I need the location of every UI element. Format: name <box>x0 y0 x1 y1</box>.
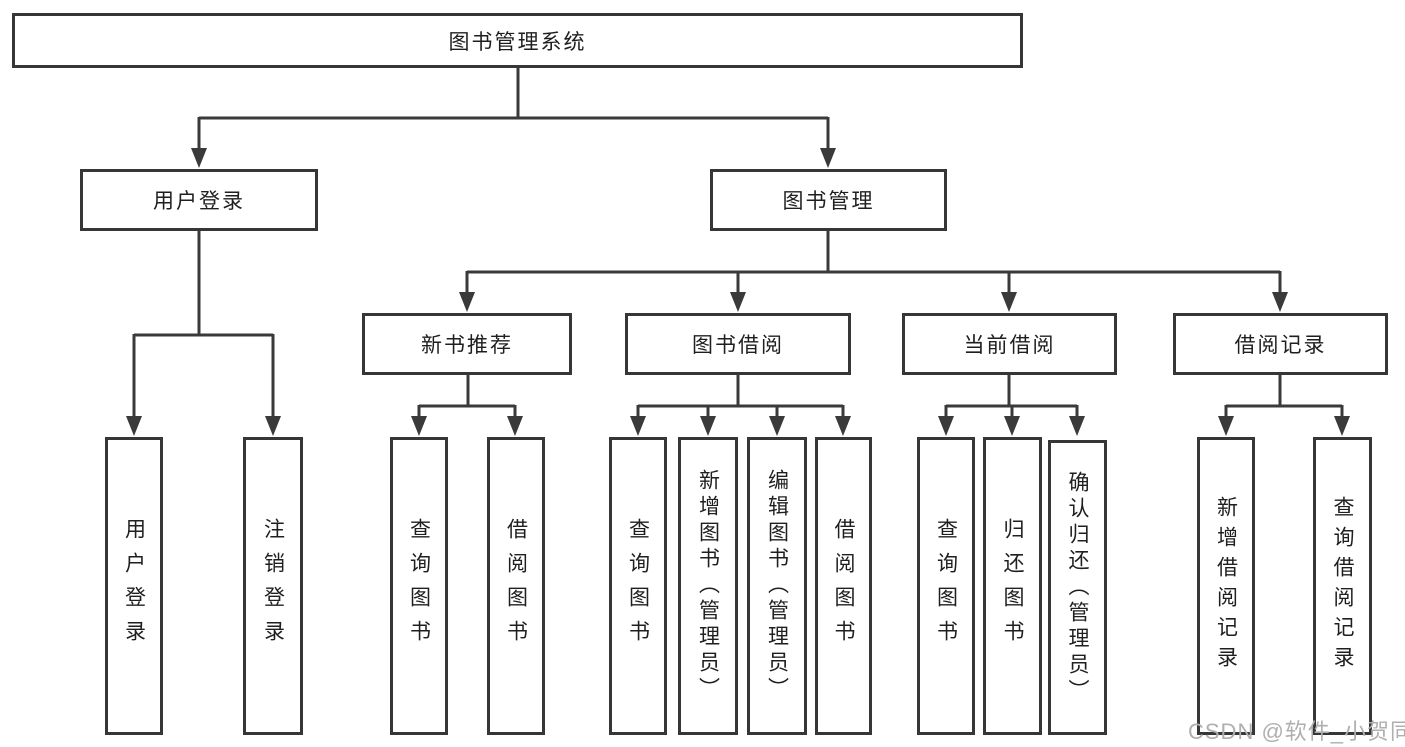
node-root: 图书管理系统 <box>12 13 1023 68</box>
leaf-logout: 注销登录 <box>243 437 303 735</box>
leaf-user-login: 用户登录 <box>105 437 163 735</box>
leaf-query-books-recommend: 查询图书 <box>390 437 448 735</box>
leaf-borrow-books-recommend-label: 借阅图书 <box>504 518 528 654</box>
leaf-confirm-return-admin-label: 确认归还（管理员） <box>1066 470 1089 705</box>
leaf-query-borrow-record: 查询借阅记录 <box>1313 437 1372 735</box>
leaf-add-borrow-record-label: 新增借阅记录 <box>1214 496 1238 676</box>
leaf-query-books-borrow-label: 查询图书 <box>626 518 650 654</box>
node-book-borrow: 图书借阅 <box>625 313 851 375</box>
leaf-query-borrow-record-label: 查询借阅记录 <box>1331 496 1354 676</box>
leaf-query-books-current-label: 查询图书 <box>934 518 958 654</box>
leaf-query-books-current: 查询图书 <box>917 437 975 735</box>
leaf-confirm-return-admin: 确认归还（管理员） <box>1048 440 1107 735</box>
leaf-add-book-admin-label: 新增图书（管理员） <box>696 469 720 703</box>
leaf-borrow-books-label: 借阅图书 <box>832 518 855 654</box>
node-new-book-recommend: 新书推荐 <box>362 313 572 375</box>
leaf-edit-book-admin-label: 编辑图书（管理员） <box>765 469 789 703</box>
leaf-edit-book-admin: 编辑图书（管理员） <box>747 437 807 735</box>
leaf-borrow-books: 借阅图书 <box>815 437 872 735</box>
node-borrow-records: 借阅记录 <box>1173 313 1388 375</box>
leaf-return-book: 归还图书 <box>983 437 1042 735</box>
leaf-logout-label: 注销登录 <box>261 518 285 654</box>
leaf-borrow-books-recommend: 借阅图书 <box>487 437 545 735</box>
node-current-borrow: 当前借阅 <box>902 313 1117 375</box>
leaf-add-borrow-record: 新增借阅记录 <box>1197 437 1255 735</box>
leaf-query-books-recommend-label: 查询图书 <box>407 518 431 654</box>
node-user-login: 用户登录 <box>80 169 318 231</box>
watermark: CSDN @软件_小贺同学 <box>1188 719 1405 744</box>
leaf-add-book-admin: 新增图书（管理员） <box>678 437 738 735</box>
node-book-management: 图书管理 <box>710 169 947 231</box>
leaf-user-login-label: 用户登录 <box>122 518 146 654</box>
leaf-return-book-label: 归还图书 <box>1001 518 1024 654</box>
leaf-query-books-borrow: 查询图书 <box>609 437 667 735</box>
